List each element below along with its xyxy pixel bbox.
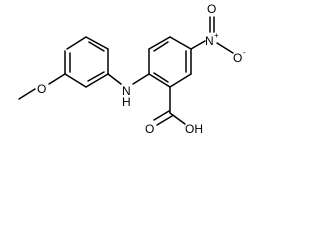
amine-hydrogen-label: H: [122, 95, 131, 109]
double-bond-inner: [153, 41, 169, 52]
bond: [148, 36, 171, 50]
methoxy-oxygen-label: O: [37, 82, 46, 96]
nitro-group: N + O O -: [190, 2, 246, 65]
double-bond-inner: [87, 71, 105, 82]
bond: [148, 73, 171, 88]
double-bond-inner: [88, 41, 105, 52]
nitrobenzoic-ring: [148, 36, 192, 88]
bond: [48, 73, 66, 85]
bond: [190, 40, 206, 50]
bond: [66, 36, 87, 50]
nitro-nitrogen-label: N: [205, 34, 214, 48]
chemical-structure-canvas: O N H N + O O - OH: [18, 2, 246, 136]
methoxy-group: O: [18, 73, 66, 100]
bond: [85, 73, 109, 88]
nitro-oxygen-right-label: O: [233, 51, 242, 65]
c-o-double-bond: [153, 110, 170, 121]
c-o-double-bond: [156, 115, 173, 126]
bond: [107, 73, 122, 85]
c-oh-bond: [169, 112, 186, 125]
carboxylic-acid-group: OH O: [145, 86, 203, 136]
amine-nitrogen-label: N: [122, 84, 131, 98]
methyl-bond: [18, 88, 36, 100]
bond: [85, 36, 109, 50]
double-bond-inner: [153, 72, 169, 83]
bond: [169, 73, 192, 88]
molecule-diagram: O N H N + O O - OH: [18, 2, 246, 136]
bond: [64, 73, 87, 88]
methoxyphenyl-ring: [64, 36, 109, 88]
amine-linker: N H: [107, 73, 150, 109]
nitro-n-o-bond: [216, 42, 234, 54]
bond: [169, 36, 192, 50]
nitro-positive-charge: +: [214, 31, 219, 40]
bond: [132, 73, 150, 85]
nitro-oxygen-top-label: O: [207, 2, 216, 16]
hydroxyl-label: OH: [185, 122, 203, 136]
carbonyl-oxygen-label: O: [145, 122, 154, 136]
nitro-negative-charge: -: [243, 48, 246, 57]
